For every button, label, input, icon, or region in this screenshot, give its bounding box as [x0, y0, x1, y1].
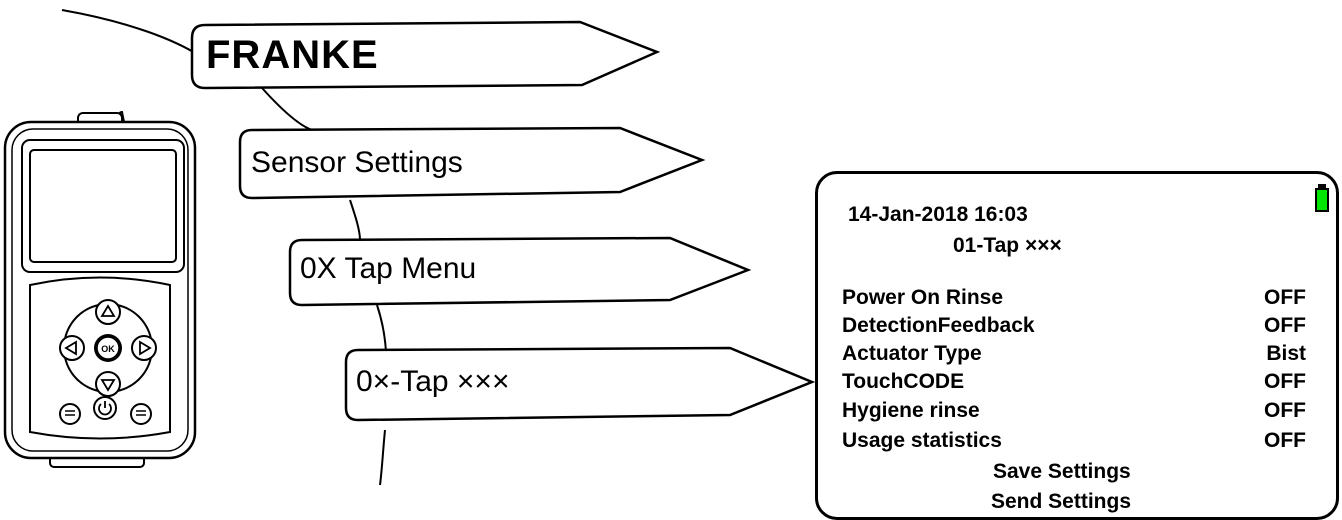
battery-icon [1315, 188, 1329, 212]
setting-value: OFF [1264, 314, 1306, 337]
setting-row-hygiene-rinse[interactable]: Hygiene rinse OFF [818, 398, 1336, 424]
setting-name: Actuator Type [842, 342, 982, 365]
menu-tap-menu-label: 0X Tap Menu [300, 252, 477, 285]
setting-row-detection-feedback[interactable]: DetectionFeedback OFF [818, 313, 1336, 339]
menu-tap-label: 0×-Tap ××× [356, 365, 510, 398]
menu-flag-tap-menu [288, 236, 752, 307]
right-soft-key [130, 403, 152, 425]
menu-flag-sensor-settings [238, 126, 706, 200]
setting-row-actuator-type[interactable]: Actuator Type Bist [818, 341, 1336, 367]
down-arrow-icon [100, 379, 116, 392]
screen-title: 01-Tap ××× [953, 234, 1062, 257]
setting-row-power-on-rinse[interactable]: Power On Rinse OFF [818, 285, 1336, 311]
setting-row-usage-statistics[interactable]: Usage statistics OFF [818, 428, 1336, 454]
setting-name: TouchCODE [842, 370, 965, 393]
setting-value: OFF [1264, 286, 1306, 309]
setting-value: OFF [1264, 399, 1306, 422]
setting-value: Bist [1266, 342, 1306, 365]
left-arrow-icon [64, 340, 77, 356]
handheld-device: OK [3, 110, 197, 468]
power-icon [98, 401, 112, 416]
setting-value: OFF [1264, 370, 1306, 393]
setting-name: Usage statistics [842, 429, 1002, 452]
setting-row-touchcode[interactable]: TouchCODE OFF [818, 369, 1336, 395]
menu-flag-tap [344, 346, 816, 422]
menu-flag-brand [190, 20, 661, 90]
ok-key-label: OK [101, 344, 115, 354]
screen-datetime: 14-Jan-2018 16:03 [848, 203, 1028, 226]
up-arrow-icon [100, 304, 116, 317]
menu-connector-line [61, 9, 387, 486]
battery-icon-cap [1318, 184, 1326, 189]
device-screen-panel: 14-Jan-2018 16:03 01-Tap ××× Power On Ri… [815, 171, 1339, 520]
setting-name: DetectionFeedback [842, 314, 1035, 337]
save-settings-button[interactable]: Save Settings [993, 460, 1131, 483]
menu-sensor-settings-label: Sensor Settings [251, 146, 463, 179]
setting-name: Power On Rinse [842, 286, 1004, 309]
menu-brand-label: FRANKE [206, 33, 379, 77]
setting-name: Hygiene rinse [842, 399, 980, 422]
left-soft-key [59, 403, 81, 425]
setting-value: OFF [1264, 429, 1306, 452]
right-arrow-icon [139, 340, 152, 356]
send-settings-button[interactable]: Send Settings [991, 490, 1132, 513]
